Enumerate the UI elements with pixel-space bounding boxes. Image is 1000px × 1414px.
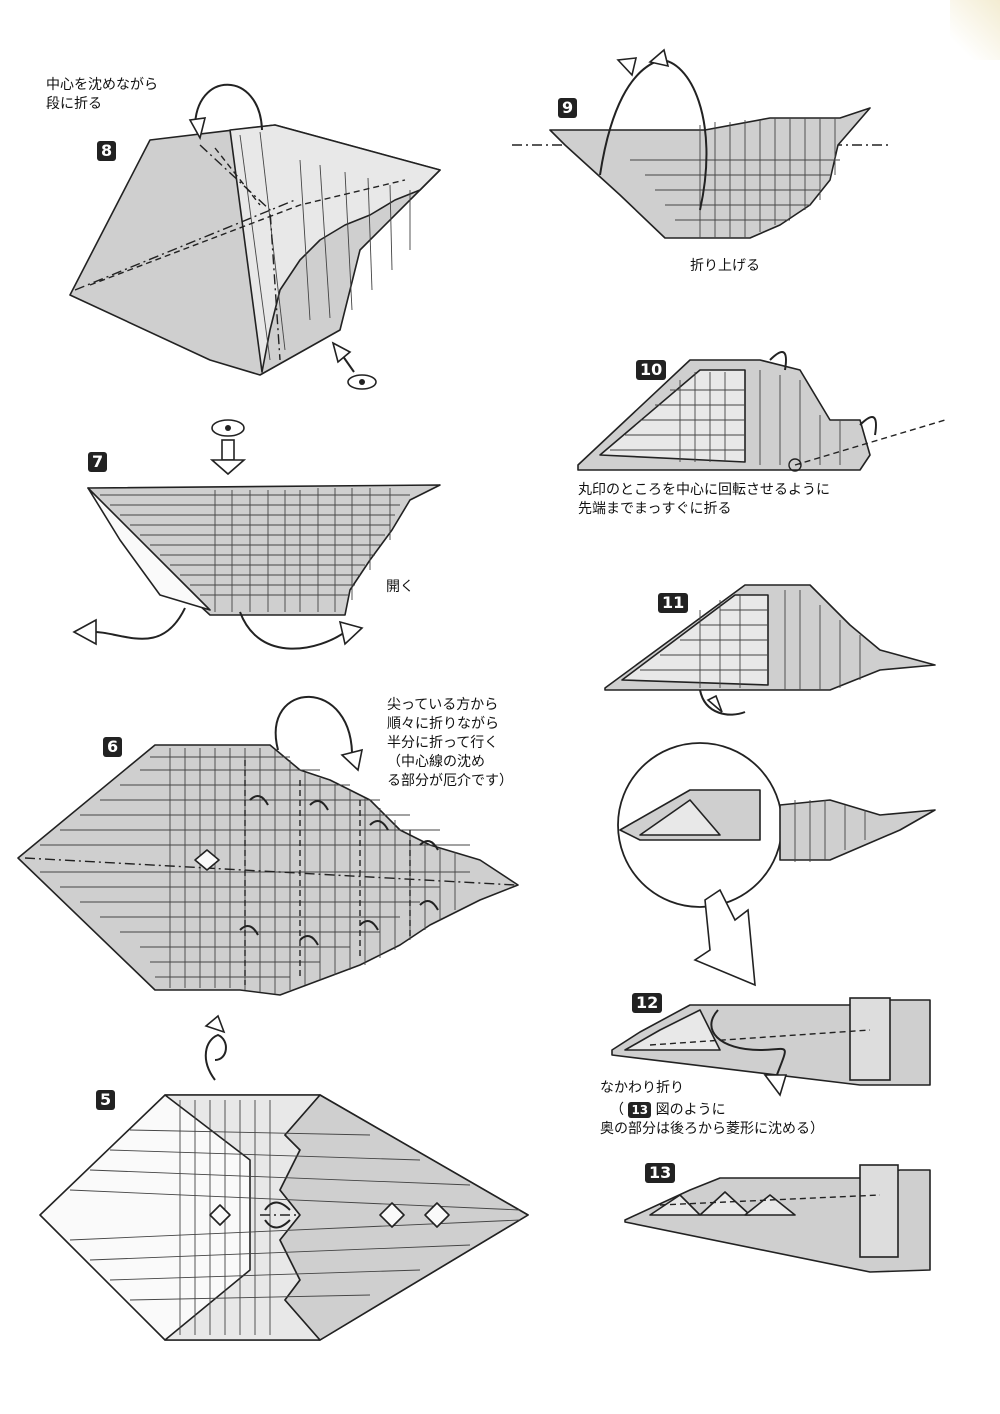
step6-caption: 尖っている方から 順々に折りながら 半分に折って行く （中心線の沈め る部分が厄… (387, 697, 513, 789)
step12-diagram (611, 997, 931, 1097)
step7-badge: 7 (88, 452, 108, 472)
step9-caption: 折り上げる (690, 258, 760, 274)
step9-badge: 9 (558, 98, 578, 118)
flip-over-icon (204, 1014, 227, 1081)
step10-diagram (577, 351, 946, 472)
step8-diagram (69, 83, 441, 390)
step12-caption-line2: （ 13 図のように (610, 1102, 726, 1118)
step6-badge: 6 (103, 737, 123, 757)
step12-caption-line3: 奥の部分は後ろから菱形に沈める） (600, 1121, 824, 1137)
step13-diagram (624, 1164, 931, 1273)
step11-badge: 11 (658, 593, 689, 613)
eye-icon (331, 341, 377, 390)
step10-caption: 丸印のところを中心に回転させるように 先端までまっすぐに折る (578, 482, 830, 517)
step12-caption-ref: 13 (628, 1102, 652, 1118)
detail-magnifier (617, 742, 936, 987)
push-arrow-icon (693, 888, 756, 987)
step7-caption: 開く (386, 579, 414, 595)
step8-caption: 中心を沈めながら 段に折る (46, 77, 158, 112)
step6-diagram (17, 695, 519, 996)
step12-badge: 12 (632, 993, 663, 1013)
eye-icon (209, 419, 247, 476)
step5-diagram (39, 1014, 529, 1341)
paper-stain (950, 0, 1000, 60)
step5-badge: 5 (96, 1090, 116, 1110)
step11-diagram (604, 584, 936, 716)
step8-badge: 8 (97, 141, 117, 161)
step12-caption-ref-text: 図のように (655, 1102, 726, 1118)
step12-caption-line1: なかわり折り (600, 1080, 684, 1096)
step7-diagram (72, 419, 441, 650)
step9-diagram (512, 48, 890, 239)
step10-badge: 10 (636, 360, 667, 380)
step13-badge: 13 (645, 1163, 676, 1183)
